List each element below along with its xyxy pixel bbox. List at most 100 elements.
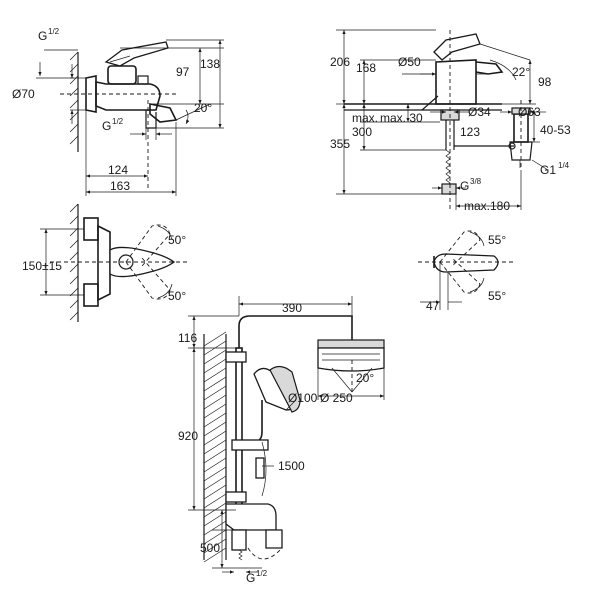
basin-g114-frac: 1/4 (558, 161, 570, 170)
handle-swing (247, 547, 283, 560)
slider-bracket (231, 439, 269, 451)
thermostat-mixer (225, 503, 277, 531)
shower-h116-label: 116 (178, 331, 197, 345)
riser-rail (235, 347, 243, 511)
shower-system (188, 296, 385, 574)
hatch-stroke (203, 430, 227, 446)
basin-mixer-body (435, 59, 477, 105)
basin-h300-label: 300 (352, 125, 372, 139)
lever-handle (104, 41, 169, 67)
wall-hatch-2 (69, 203, 79, 321)
basin-lever (433, 33, 481, 61)
hatch-stroke (203, 457, 227, 473)
mixer-inlet (231, 529, 247, 551)
basin-g114-label: G1 (540, 163, 556, 177)
hatch-stroke (203, 385, 227, 401)
hatch-stroke (203, 448, 227, 464)
mixer-body (95, 81, 161, 111)
shower-dia100-label: Ø100 (288, 391, 318, 405)
lower-wall-bracket (225, 491, 247, 503)
hatch-stroke (203, 331, 227, 347)
basin-top-lever (433, 253, 499, 273)
bath-mixer-side-view (36, 39, 224, 196)
shower-arm (238, 315, 353, 348)
mixer-handle (265, 529, 283, 549)
bath-angle20-label: 20° (194, 101, 212, 115)
lever-swing-up (125, 224, 171, 267)
basin-h40-53-label: 40-53 (540, 123, 571, 137)
shower-w390-label: 390 (282, 301, 302, 315)
basin-g38-frac: 3/8 (470, 177, 482, 186)
basin-swing-down (439, 257, 481, 294)
shower-dia250-label: Ø 250 (320, 391, 353, 405)
hose-clip (255, 457, 265, 479)
cartridge-housing (107, 65, 137, 85)
shower-h500-label: 500 (200, 541, 220, 555)
bath-w163-label: 163 (110, 179, 130, 193)
shower-wall-hatch (203, 331, 227, 563)
hand-shower-handle (255, 400, 263, 443)
basin-h206-label: 206 (330, 55, 350, 69)
hatch-stroke (203, 376, 227, 392)
hatch-stroke (203, 466, 227, 482)
basin-max30-label: max. 30 (380, 111, 423, 125)
hatch-stroke (203, 439, 227, 455)
hose-nut (441, 183, 457, 195)
shower-hose (261, 441, 267, 497)
basin-h98-label: 98 (538, 75, 552, 89)
shower-len1500-label: 1500 (278, 459, 305, 473)
bath-thread-top-label: G (38, 29, 47, 43)
wall-angle-a-label: 50° (168, 233, 186, 247)
hatch-stroke (203, 511, 227, 527)
head-shower-top (317, 339, 385, 349)
head-shower (317, 347, 385, 372)
lever-swing-down (125, 257, 171, 300)
spout-outlet (145, 110, 157, 129)
bath-thread-bottom-label: G (102, 119, 111, 133)
mixer-body-top (97, 224, 111, 302)
hatch-stroke (203, 421, 227, 437)
wall-rosette (85, 75, 97, 113)
hatch-stroke (203, 412, 227, 428)
wall-h150-label: 150±15 (22, 259, 62, 273)
bath-w124-label: 124 (108, 163, 128, 177)
bath-h138-label: 138 (200, 57, 220, 71)
basin-h355-label: 355 (330, 137, 350, 151)
basin-mixer-side-view (336, 29, 549, 210)
upper-rosette (83, 217, 99, 241)
hatch-stroke (203, 520, 227, 536)
shower-angle20-label: 20° (356, 371, 374, 385)
bath-thread-top-frac: 1/2 (48, 27, 60, 36)
lower-rosette (83, 283, 99, 307)
basin-h168-label: 168 (356, 61, 376, 75)
hatch-stroke (203, 358, 227, 374)
basin-max-prefix-label: max. (352, 111, 378, 125)
wall-hatch (69, 51, 79, 145)
basin-top-w47-label: 47 (426, 299, 440, 313)
hatch-stroke (203, 484, 227, 500)
hatch-stroke (203, 367, 227, 383)
shower-thread-label: G (246, 571, 255, 585)
lever-pivot (118, 254, 134, 270)
dimension-labels: G 1/2 Ø70 97 138 20° G 1/2 124 163 206 1… (12, 27, 571, 585)
wall-angle-b-label: 50° (168, 289, 186, 303)
shower-h920-label: 920 (178, 429, 198, 443)
basin-spout (475, 61, 504, 75)
waste-trap-nut (509, 141, 533, 161)
shower-thread-frac: 1/2 (256, 569, 268, 578)
hand-shower-face (269, 365, 301, 413)
bath-dia70-label: Ø70 (12, 87, 35, 101)
basin-g38-label: G (460, 179, 469, 193)
basin-top-angle-a-label: 55° (488, 233, 506, 247)
basin-angle22-label: 22° (512, 65, 530, 79)
basin-dia34-label: Ø34 (468, 105, 491, 119)
basin-mixer-top-view (418, 230, 514, 310)
diverter-knob (137, 75, 149, 85)
bath-thread-bottom-frac: 1/2 (112, 117, 124, 126)
hatch-stroke (203, 394, 227, 410)
basin-max180-label: max.180 (464, 199, 510, 213)
hatch-stroke (203, 403, 227, 419)
hatch-stroke (203, 475, 227, 491)
